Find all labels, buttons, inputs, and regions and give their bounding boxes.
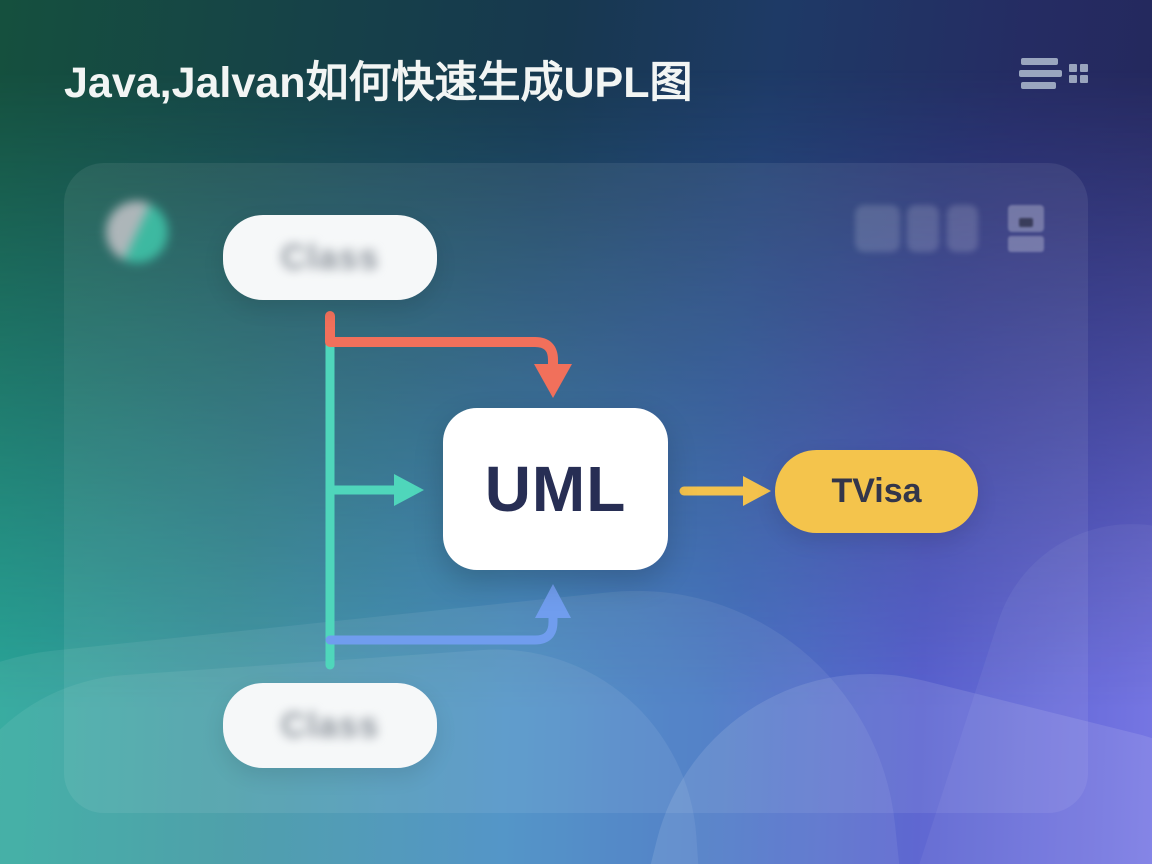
node-class-top-label: Class bbox=[280, 237, 380, 277]
hamburger-menu-icon[interactable] bbox=[1019, 58, 1063, 92]
arrow-branch-to-uml-left-head bbox=[394, 474, 424, 506]
panel-layout-icon[interactable] bbox=[1008, 205, 1044, 252]
arrow-class-bottom-to-uml-head bbox=[535, 584, 571, 618]
grid-square bbox=[1080, 64, 1088, 72]
node-uml-label: UML bbox=[484, 453, 627, 525]
node-output-label: TVisa bbox=[831, 472, 922, 510]
node-uml: UML bbox=[443, 408, 668, 570]
node-class-bottom: Class bbox=[223, 683, 437, 768]
grid-square bbox=[1080, 75, 1088, 83]
toolbar-button-3[interactable] bbox=[947, 205, 978, 252]
arrow-class-top-to-uml bbox=[325, 311, 558, 371]
arrow-class-top-to-uml-head bbox=[534, 364, 572, 398]
panel-bottom bbox=[1008, 236, 1044, 252]
hamburger-bar bbox=[1019, 70, 1062, 77]
app-logo-icon bbox=[106, 201, 168, 263]
node-output: TVisa bbox=[775, 450, 978, 533]
hamburger-bar bbox=[1021, 58, 1058, 65]
grid-square bbox=[1069, 64, 1077, 72]
toolbar-button-2[interactable] bbox=[907, 205, 939, 252]
arrow-uml-to-output-head bbox=[743, 476, 771, 506]
hamburger-bar bbox=[1021, 82, 1056, 89]
panel-dot bbox=[1019, 218, 1033, 227]
diagram-card: Class UML TVisa Class bbox=[64, 163, 1088, 813]
toolbar-button-1[interactable] bbox=[855, 205, 900, 252]
grid-square bbox=[1069, 75, 1077, 83]
page-title: Java,Jalvan如何快速生成UPL图 bbox=[64, 59, 693, 107]
node-class-top: Class bbox=[223, 215, 437, 300]
arrow-class-bottom-to-uml bbox=[325, 611, 558, 645]
node-class-bottom-label: Class bbox=[280, 705, 380, 745]
grid-apps-icon[interactable] bbox=[1069, 64, 1088, 83]
